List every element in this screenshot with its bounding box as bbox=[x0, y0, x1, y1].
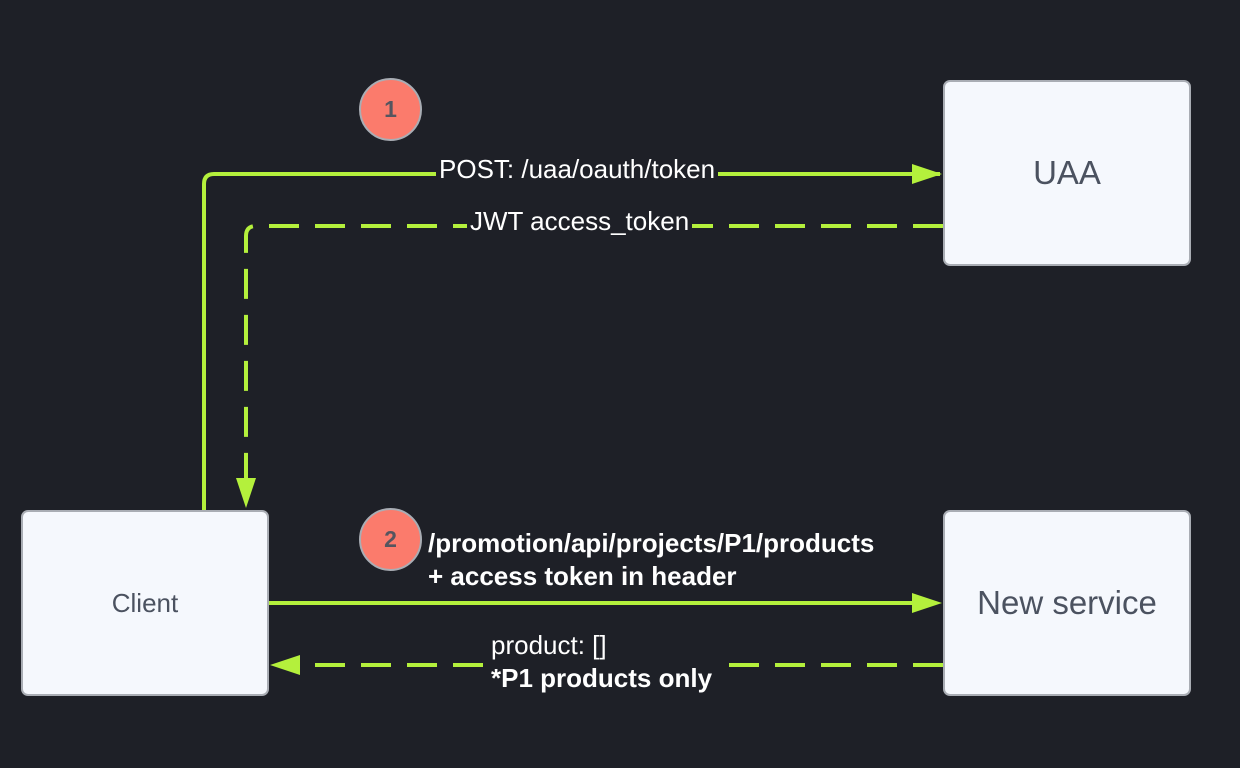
token-request-arrow bbox=[202, 172, 940, 510]
service-request-arrowhead bbox=[912, 593, 942, 613]
service-response-note: *P1 products only bbox=[491, 663, 713, 693]
step-1-badge: 1 bbox=[359, 78, 422, 141]
client-node[interactable]: Client bbox=[21, 510, 269, 696]
token-request-label: POST: /uaa/oauth/token bbox=[436, 153, 719, 186]
service-response-arrowhead bbox=[270, 655, 300, 675]
service-response-body: product: [] bbox=[491, 630, 607, 660]
token-request-arrowhead bbox=[912, 164, 942, 184]
service-response-label: product: [] *P1 products only bbox=[488, 629, 716, 695]
service-request-label: /promotion/api/projects/P1/products + ac… bbox=[428, 527, 874, 593]
step-2-number: 2 bbox=[384, 526, 397, 552]
service-request-note: + access token in header bbox=[428, 561, 737, 591]
uaa-node-label: UAA bbox=[1033, 154, 1101, 191]
token-response-label: JWT access_token bbox=[467, 205, 693, 238]
new-service-node-label: New service bbox=[977, 584, 1157, 621]
client-node-label: Client bbox=[111, 587, 179, 618]
uaa-node[interactable]: UAA bbox=[943, 80, 1191, 266]
service-request-path: /promotion/api/projects/P1/products bbox=[428, 528, 875, 558]
token-response-arrow bbox=[244, 224, 943, 480]
step-1-number: 1 bbox=[384, 96, 397, 122]
token-response-arrowhead bbox=[236, 478, 256, 508]
step-2-badge: 2 bbox=[359, 508, 422, 571]
new-service-node[interactable]: New service bbox=[943, 510, 1191, 696]
